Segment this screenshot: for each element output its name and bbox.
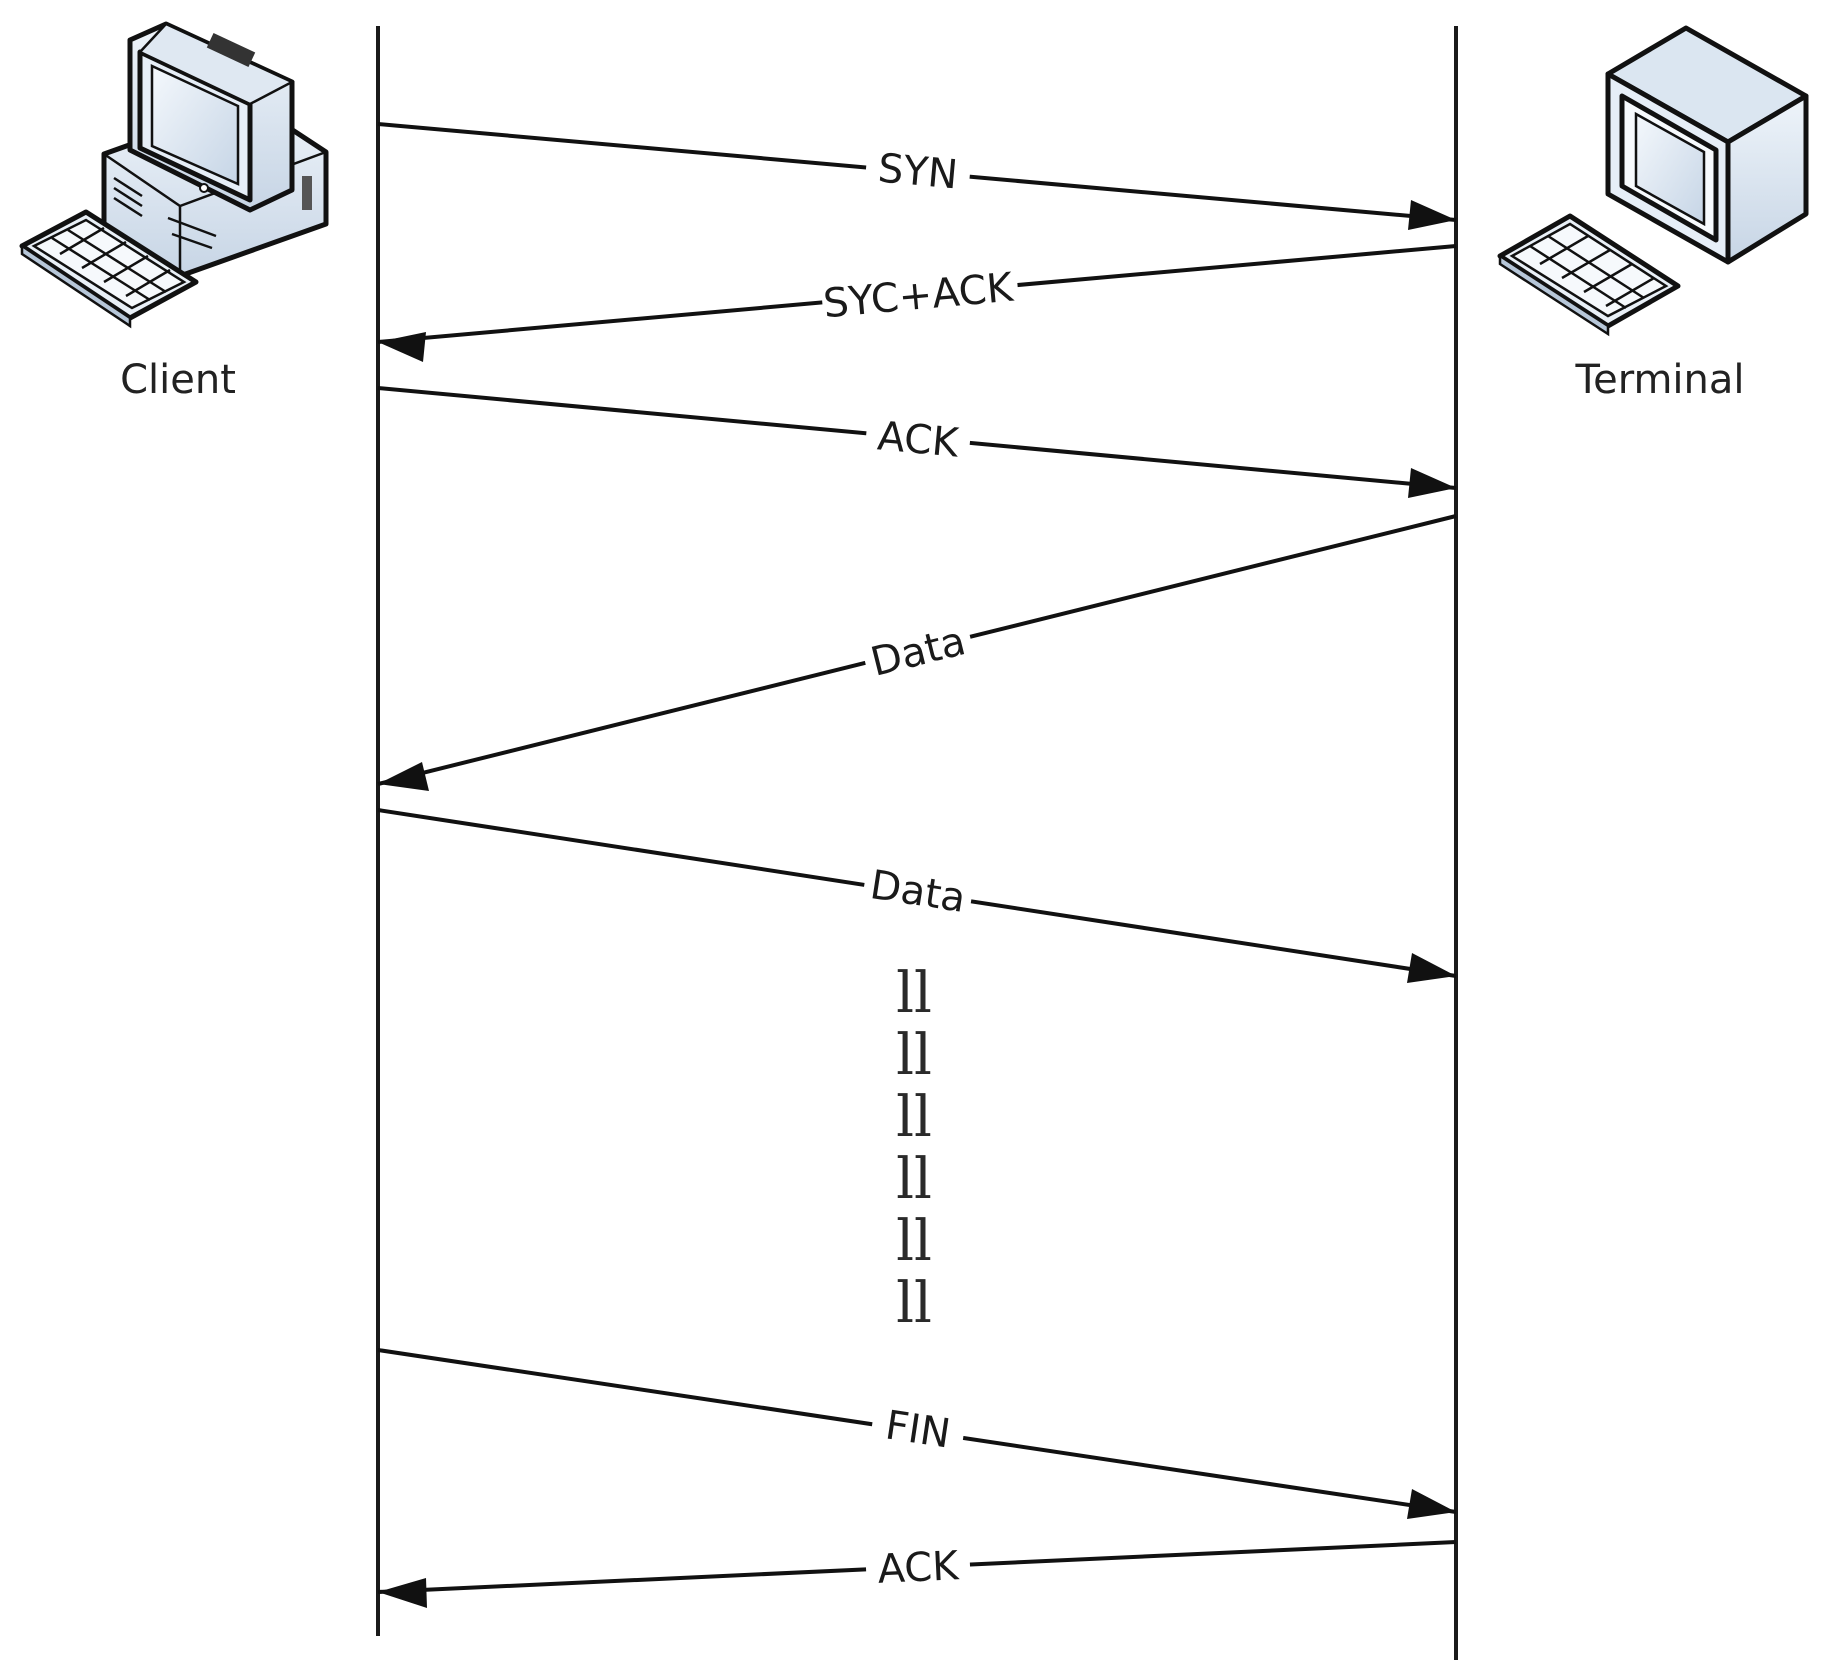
message-label-syn: SYN	[876, 146, 960, 199]
message-label-syc-ack: SYC+ACK	[821, 264, 1016, 327]
message-label-fin: FIN	[882, 1402, 953, 1457]
continuation-mark: ll	[896, 1209, 932, 1274]
message-ack-final: ACK	[377, 1540, 1457, 1608]
message-label-data-outgoing: Data	[867, 862, 968, 922]
message-label-data-incoming: Data	[866, 618, 970, 686]
arrowhead-ack	[1408, 468, 1456, 498]
continuation-mark: ll	[896, 1147, 932, 1212]
arrowhead-ack-final	[378, 1578, 427, 1608]
message-syn: SYN	[377, 122, 1457, 230]
client-label: Client	[120, 357, 236, 403]
message-label-ack-final: ACK	[877, 1543, 962, 1593]
message-data-incoming: Data	[377, 514, 1457, 791]
arrowhead-data-incoming	[378, 762, 429, 791]
message-ack: ACK	[377, 386, 1457, 498]
terminal-computer-icon	[1497, 25, 1809, 337]
message-data-outgoing: Data	[377, 808, 1457, 983]
arrowhead-data-outgoing	[1407, 953, 1456, 983]
continuation-mark: ll	[896, 961, 932, 1026]
continuation-mark: ll	[896, 1271, 932, 1336]
arrowhead-fin	[1407, 1489, 1456, 1519]
message-syc-ack: SYC+ACK	[377, 244, 1457, 362]
terminal-label: Terminal	[1574, 357, 1744, 403]
desktop-computer-icon	[19, 21, 329, 329]
message-label-ack: ACK	[876, 413, 962, 466]
continuation-mark: ll	[896, 1023, 932, 1088]
message-fin: FIN	[377, 1348, 1457, 1519]
continuation-marks: ll ll ll ll ll ll	[896, 961, 932, 1336]
arrowhead-syn	[1408, 200, 1456, 230]
continuation-mark: ll	[896, 1085, 932, 1150]
arrowhead-syc-ack	[378, 332, 426, 362]
